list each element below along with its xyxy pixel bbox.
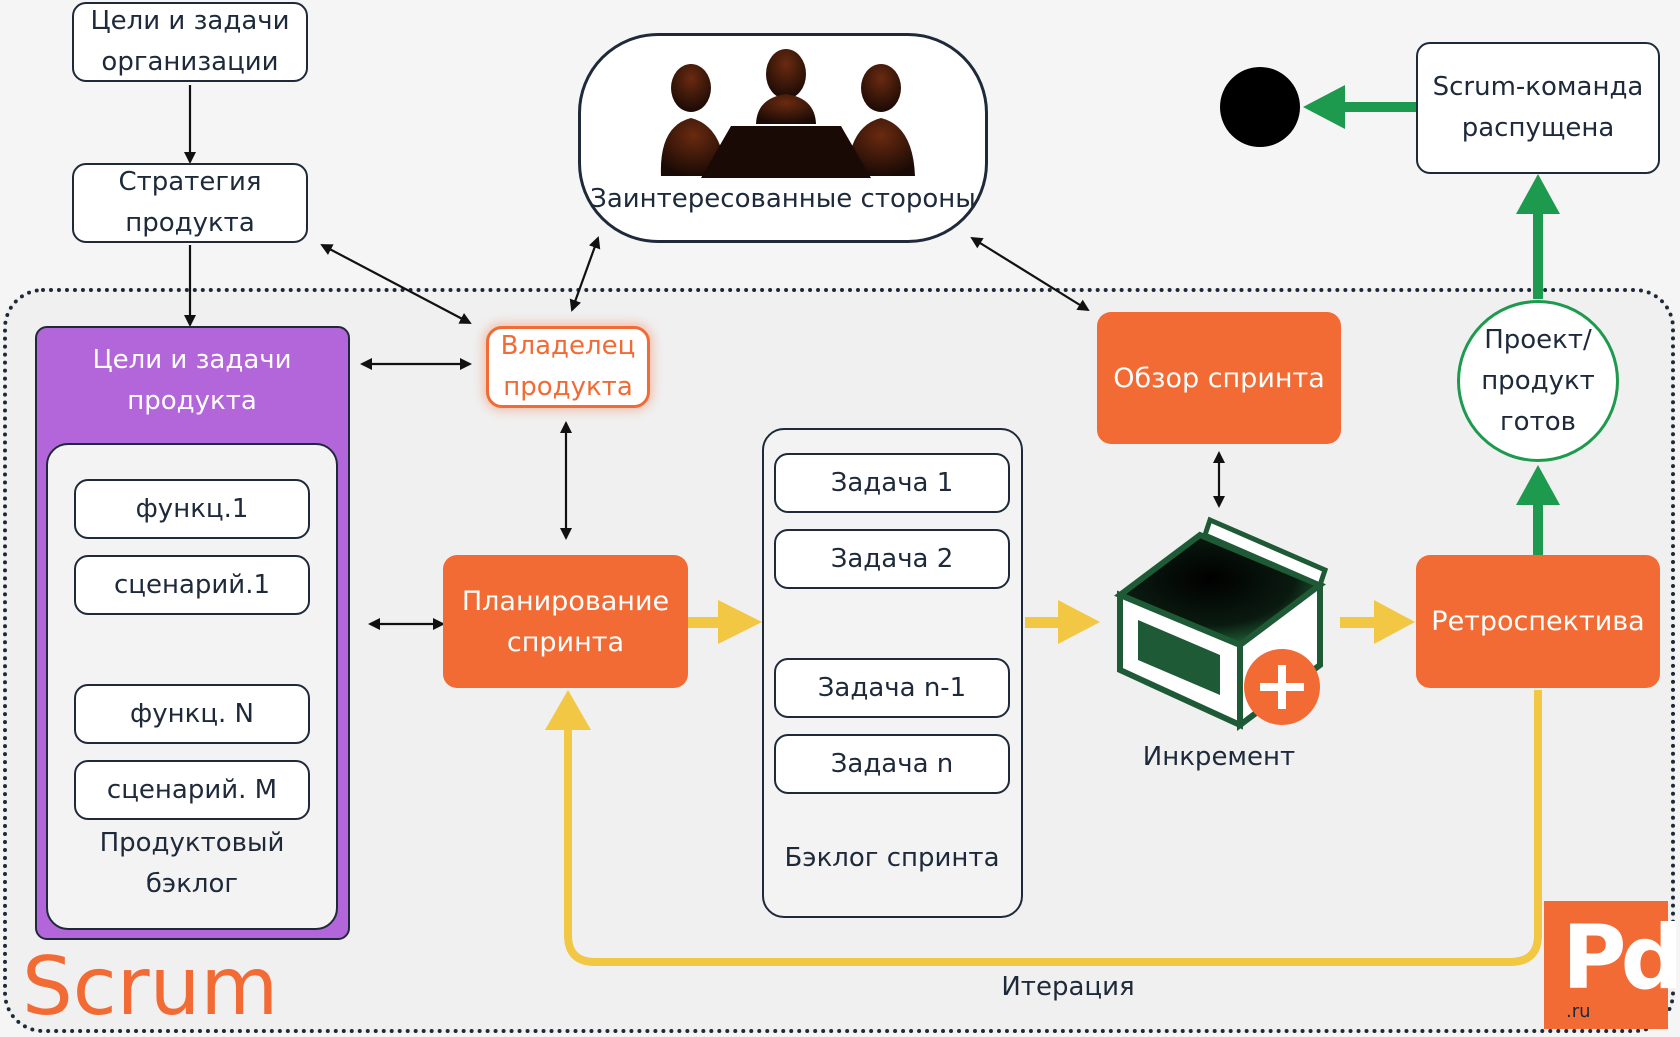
increment-node xyxy=(1110,515,1336,735)
product-owner-box: Владелец продукта xyxy=(486,326,650,408)
project-done-label: Проект/ продукт готов xyxy=(1481,324,1595,437)
retrospective-box: Ретроспектива xyxy=(1416,555,1660,688)
backlog-item: сценарий.1 xyxy=(74,555,310,615)
product-strategy-label: Стратегия продукта xyxy=(118,167,262,238)
product-owner-label: Владелец продукта xyxy=(500,331,636,402)
increment-label: Инкремент xyxy=(1142,742,1296,772)
product-goals-label: Цели и задачи продукта xyxy=(92,345,292,416)
iteration-loop-head xyxy=(545,690,591,730)
task-item: Задача 1 xyxy=(774,453,1010,513)
product-goals-panel: Цели и задачи продукта функц.1 сценарий.… xyxy=(35,326,350,940)
stakeholders-label: Заинтересованные стороны xyxy=(590,184,976,214)
task-item: Задача n-1 xyxy=(774,658,1010,718)
pd-logo: Pd .ru xyxy=(1544,901,1680,1029)
task-item: Задача 2 xyxy=(774,529,1010,589)
product-backlog-panel: функц.1 сценарий.1 функц. N сценарий. M … xyxy=(46,443,338,930)
backlog-item: функц.1 xyxy=(74,479,310,539)
box-plus-icon xyxy=(1114,516,1329,731)
sprint-planning-label: Планирование спринта xyxy=(461,585,670,658)
sprint-backlog-panel: Задача 1 Задача 2 Задача n-1 Задача n Бэ… xyxy=(762,428,1023,918)
end-state-node xyxy=(1220,67,1300,147)
team-disbanded-label: Scrum-команда распущена xyxy=(1432,72,1644,143)
pd-logo-mark: Pd xyxy=(1562,906,1680,1009)
org-goals-box: Цели и задачи организации xyxy=(72,2,308,82)
yellow-flow xyxy=(688,600,1415,644)
arrow-owner-stakeholders xyxy=(569,236,601,312)
iteration-loop xyxy=(564,690,1542,966)
task-item: Задача n xyxy=(774,734,1010,794)
product-strategy-box: Стратегия продукта xyxy=(72,163,308,243)
sprint-backlog-caption: Бэклог спринта xyxy=(784,843,1000,873)
sprint-review-box: Обзор спринта xyxy=(1097,312,1341,444)
project-done-node: Проект/ продукт готов xyxy=(1457,300,1619,462)
org-goals-label: Цели и задачи организации xyxy=(90,6,290,77)
backlog-item: сценарий. M xyxy=(74,760,310,820)
arrow-strategy-owner xyxy=(320,244,472,324)
backlog-item: функц. N xyxy=(74,684,310,744)
arrow-stakeholders-review xyxy=(970,236,1090,312)
product-backlog-caption: Продуктовый бэклог xyxy=(99,828,285,899)
sprint-review-label: Обзор спринта xyxy=(1113,362,1325,394)
iteration-label: Итерация xyxy=(1001,972,1135,1002)
scrum-label: Scrum xyxy=(22,940,279,1033)
team-disbanded-box: Scrum-команда распущена xyxy=(1416,42,1660,174)
green-flow xyxy=(1303,85,1560,556)
pd-logo-domain: .ru xyxy=(1566,1001,1591,1022)
sprint-planning-box: Планирование спринта xyxy=(443,555,688,688)
stakeholders-box: Заинтересованные стороны xyxy=(578,33,988,243)
meeting-people-icon xyxy=(660,49,915,178)
retrospective-label: Ретроспектива xyxy=(1431,606,1645,637)
